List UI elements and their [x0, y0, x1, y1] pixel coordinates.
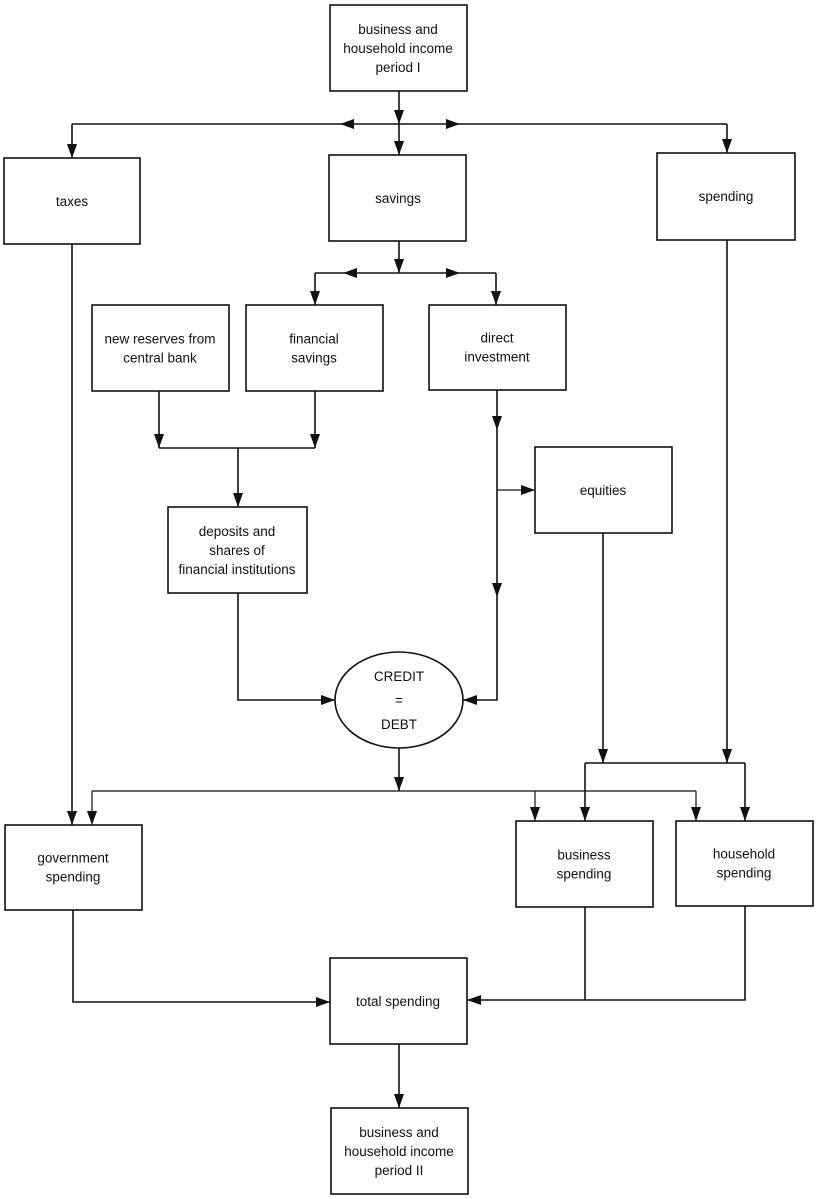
node-taxes: taxes	[3, 157, 141, 245]
node-label: business and household income period I	[343, 22, 453, 75]
arrowhead-icon	[394, 1094, 404, 1108]
arrowhead-icon	[233, 493, 243, 507]
node-label-line: central bank	[123, 351, 197, 366]
node-label-line: financial institutions	[178, 562, 295, 577]
arrowhead-icon	[722, 139, 732, 153]
node-income-period-2: business and household income period II	[330, 1107, 469, 1195]
arrowhead-icon	[154, 434, 164, 448]
node-label: CREDIT = DEBT	[374, 669, 424, 732]
arrowhead-icon	[446, 268, 460, 278]
node-label-line: deposits and	[199, 524, 276, 539]
node-label: total spending	[356, 994, 440, 1009]
node-label: deposits and shares of financial instituti…	[178, 524, 295, 577]
node-label: taxes	[56, 194, 89, 209]
node-label-line: savings	[291, 351, 337, 366]
node-label-line: total spending	[356, 994, 440, 1009]
arrowhead-icon	[521, 485, 535, 495]
node-label: equities	[580, 483, 627, 498]
arrowhead-icon	[598, 749, 608, 763]
arrowhead-icon	[394, 259, 404, 273]
node-label-line: savings	[375, 191, 421, 206]
arrowhead-icon	[530, 807, 540, 821]
node-household-spending: household spending	[675, 820, 814, 907]
node-label-line: DEBT	[381, 717, 417, 732]
node-label-line: =	[395, 693, 403, 708]
arrowheads	[67, 110, 750, 1108]
node-label-line: investment	[464, 350, 530, 365]
node-business-spending: business spending	[515, 820, 654, 908]
arrowhead-icon	[446, 119, 460, 129]
node-label-line: shares of	[209, 543, 265, 558]
node-label: government spending	[37, 851, 109, 885]
arrowhead-icon	[310, 434, 320, 448]
node-label-line: period II	[375, 1163, 424, 1178]
node-label-line: government	[37, 851, 109, 866]
arrowhead-icon	[491, 291, 501, 305]
node-label-line: period I	[375, 60, 420, 75]
connectors	[71, 91, 746, 1108]
node-label-line: financial	[289, 332, 339, 347]
node-label: business and household income period II	[344, 1125, 454, 1178]
node-label-line: household	[713, 847, 775, 862]
node-income-period-1: business and household income period I	[329, 4, 468, 92]
arrowhead-icon	[722, 749, 732, 763]
node-label-line: spending	[46, 870, 101, 885]
edge-direct-down	[463, 390, 498, 701]
node-new-reserves: new reserves from central bank	[91, 304, 230, 392]
node-total-spending: total spending	[329, 957, 468, 1045]
node-label-line: taxes	[56, 194, 89, 209]
node-label-line: household income	[343, 41, 453, 56]
node-label-line: business and	[359, 1125, 439, 1140]
node-savings: savings	[328, 154, 467, 242]
node-label: financial savings	[289, 332, 339, 366]
node-government-spending: government spending	[4, 824, 143, 911]
arrowhead-icon	[321, 695, 335, 705]
node-label-line: business and	[358, 22, 438, 37]
arrowhead-icon	[580, 807, 590, 821]
arrowhead-icon	[343, 268, 357, 278]
arrowhead-icon	[492, 416, 502, 430]
node-label-line: spending	[699, 189, 754, 204]
node-label: savings	[375, 191, 421, 206]
node-financial-savings: financial savings	[245, 304, 384, 392]
edge-gov-to-total	[72, 910, 330, 1003]
arrowhead-icon	[310, 291, 320, 305]
node-credit-debt: CREDIT = DEBT	[334, 651, 464, 749]
node-equities: equities	[534, 446, 673, 534]
node-deposits-shares: deposits and shares of financial instituti…	[167, 506, 308, 594]
node-label-line: household income	[344, 1144, 454, 1159]
arrowhead-icon	[467, 995, 481, 1005]
arrowhead-icon	[394, 777, 404, 791]
arrowhead-icon	[394, 141, 404, 155]
arrowhead-icon	[691, 807, 701, 821]
nodes: business and household income period I tax…	[3, 4, 814, 1195]
edge-deposits-to-credit	[237, 593, 335, 701]
node-label-line: spending	[717, 866, 772, 881]
node-direct-investment: direct investment	[428, 304, 567, 391]
arrowhead-icon	[316, 997, 330, 1007]
node-label-line: business	[557, 848, 611, 863]
node-label: spending	[699, 189, 754, 204]
node-label-line: spending	[557, 867, 612, 882]
node-label: business spending	[557, 848, 612, 882]
node-label: new reserves from central bank	[104, 332, 215, 366]
node-label: direct investment	[464, 331, 530, 365]
node-label-line: new reserves from	[104, 332, 215, 347]
node-label-line: CREDIT	[374, 669, 424, 684]
node-label-line: direct	[480, 331, 513, 346]
arrowhead-icon	[67, 144, 77, 158]
arrowhead-icon	[340, 119, 354, 129]
arrowhead-icon	[492, 583, 502, 597]
edge-household-down	[467, 906, 746, 1001]
arrowhead-icon	[87, 811, 97, 825]
arrowhead-icon	[740, 807, 750, 821]
node-label: household spending	[713, 847, 775, 881]
arrowhead-icon	[67, 811, 77, 825]
node-spending: spending	[656, 152, 796, 241]
arrowhead-icon	[394, 110, 404, 124]
arrowhead-icon	[463, 695, 477, 705]
node-label-line: equities	[580, 483, 627, 498]
